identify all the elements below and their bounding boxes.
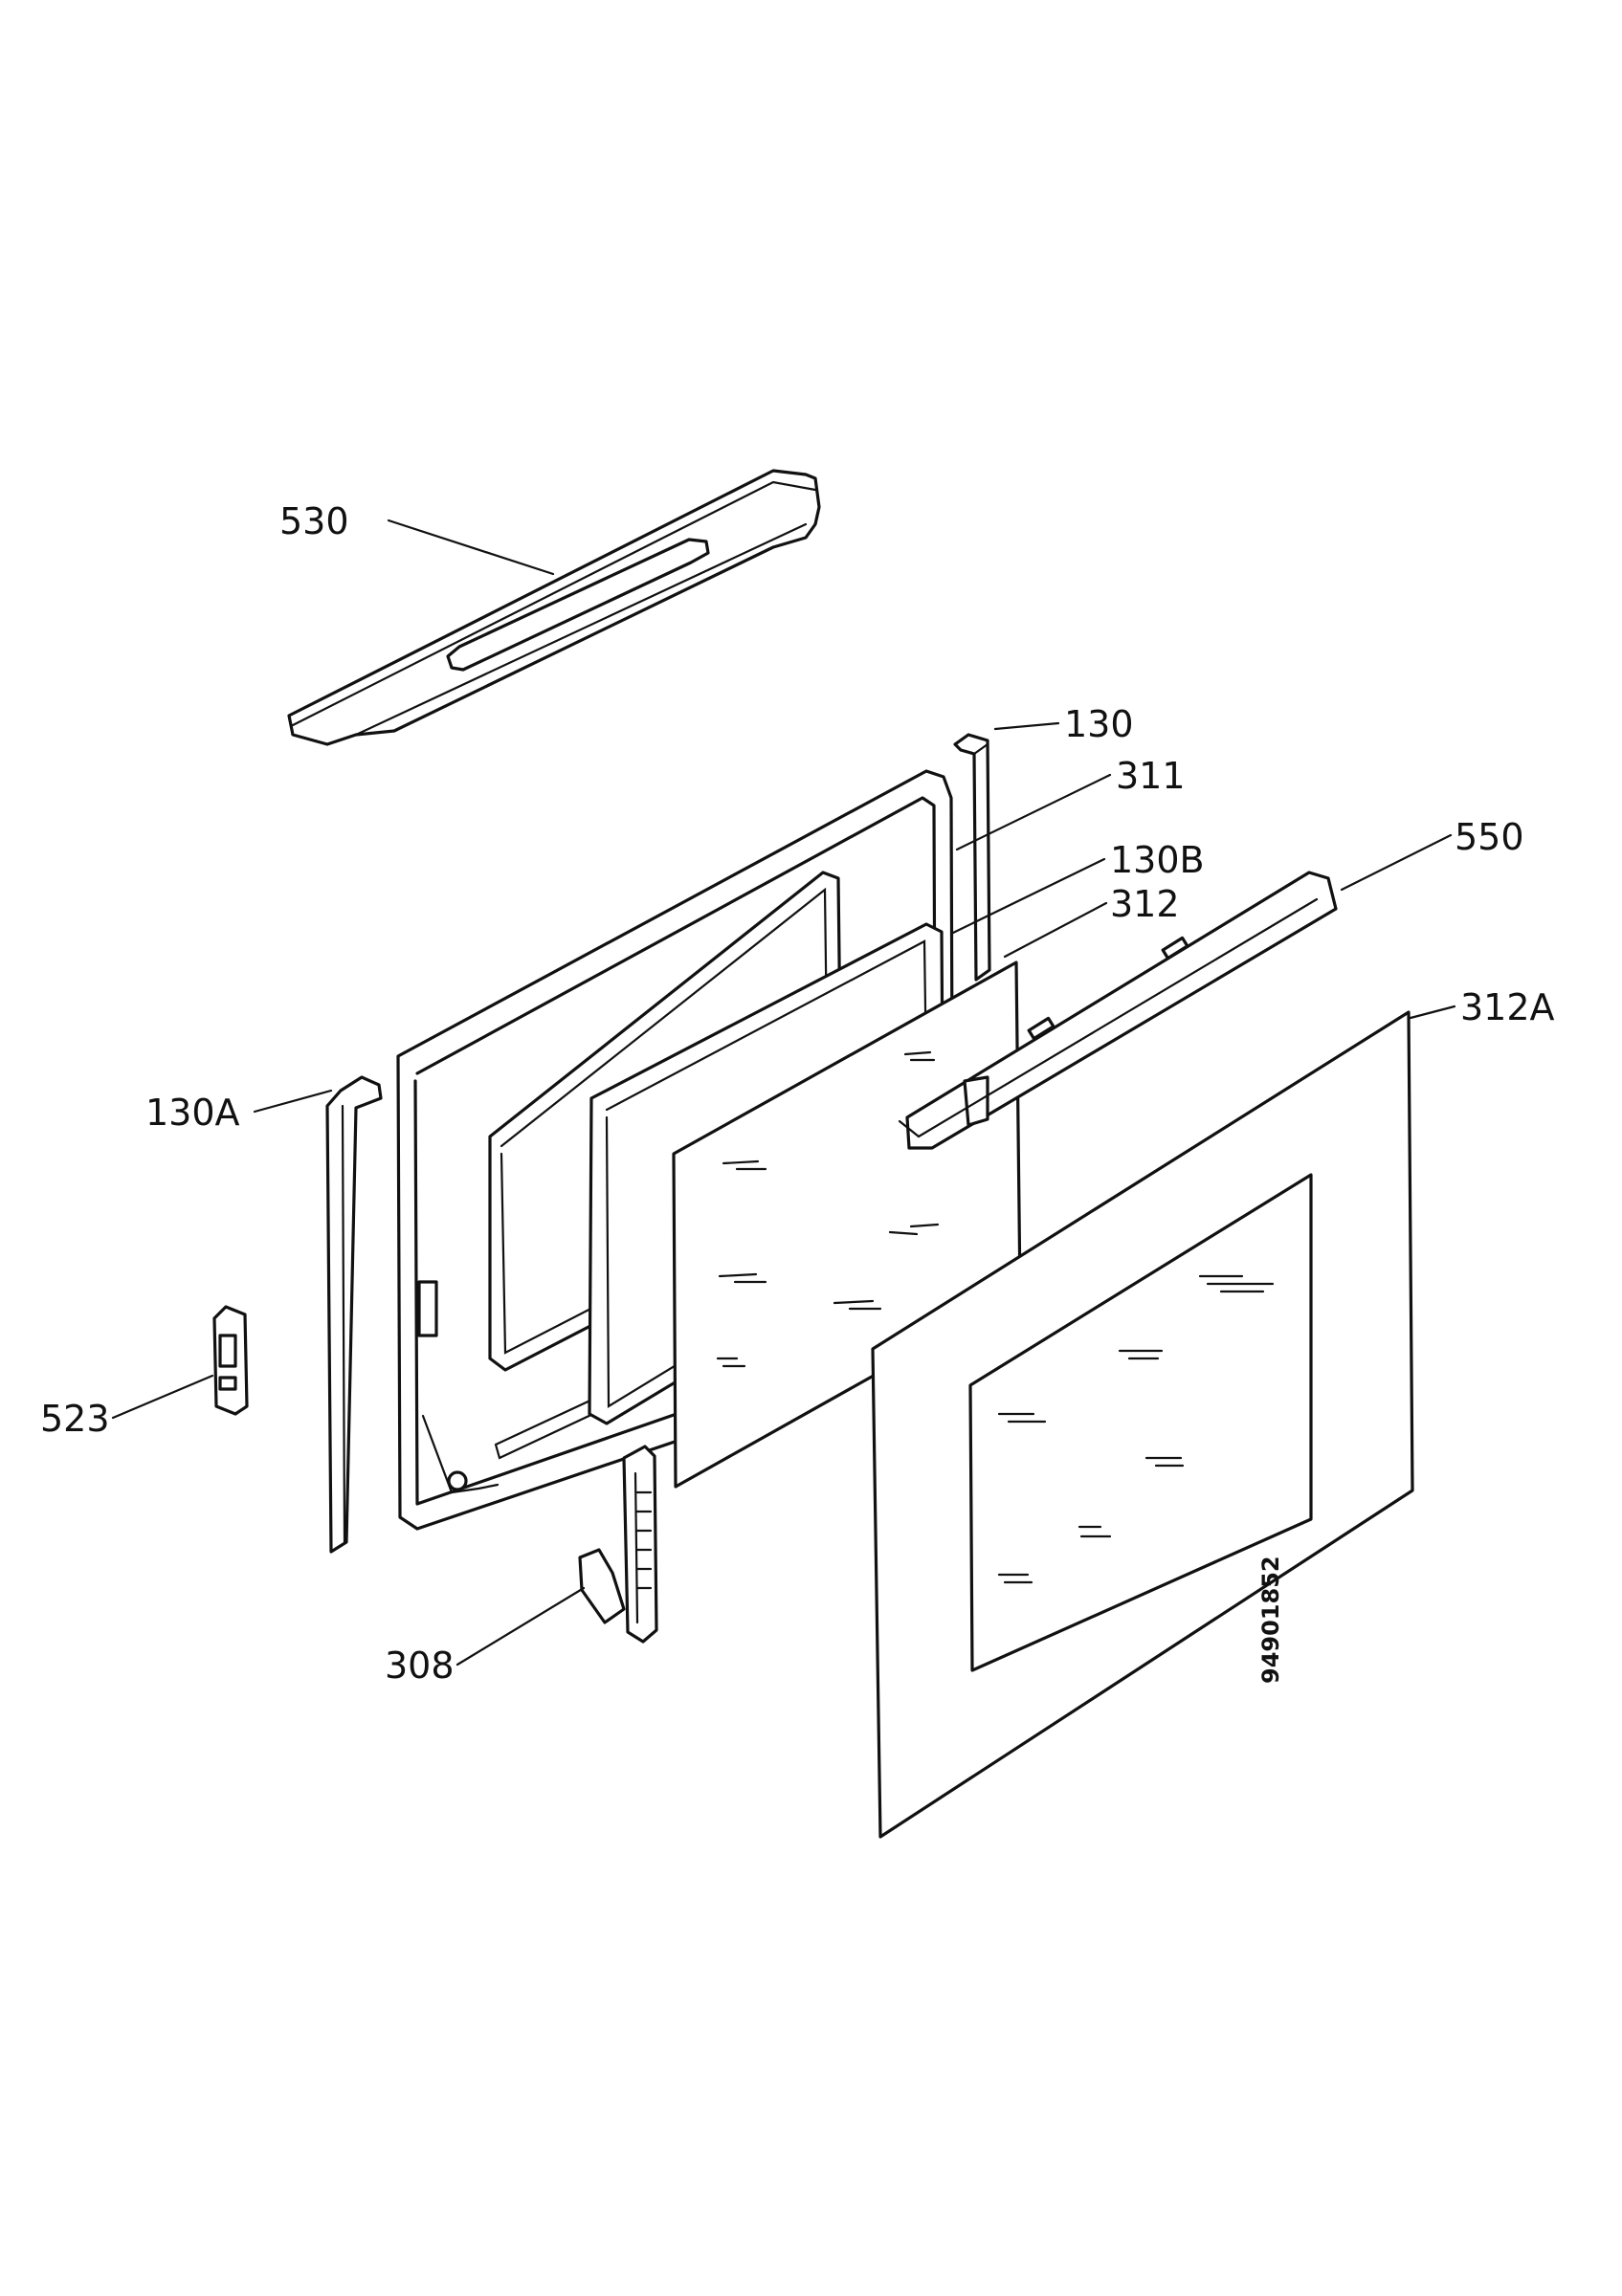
leader-lines — [111, 519, 1456, 1667]
part-labels: 530 130 311 550 130B 312 312A 130A 523 3… — [40, 500, 1555, 1687]
label-523: 523 — [40, 1398, 110, 1440]
label-130a: 130A — [145, 1092, 240, 1134]
outer-glass-reflection-marks — [997, 1274, 1275, 1584]
part-130-strip — [953, 733, 991, 982]
drawing-code: 94901852 — [1257, 1556, 1284, 1684]
part-523-hinge — [212, 1305, 249, 1416]
glass-reflection-marks — [716, 1050, 940, 1368]
label-311: 311 — [1116, 755, 1186, 797]
label-312a: 312A — [1460, 986, 1555, 1028]
label-530: 530 — [279, 500, 349, 542]
part-530-top-trim — [287, 469, 821, 746]
label-308: 308 — [385, 1645, 455, 1687]
label-130: 130 — [1064, 703, 1134, 745]
label-312: 312 — [1110, 883, 1180, 925]
label-550: 550 — [1455, 816, 1524, 858]
part-312a-outer-glass — [871, 1010, 1414, 1839]
hinge-ribs — [635, 1490, 653, 1590]
label-130b: 130B — [1110, 839, 1205, 881]
part-308-hinge-block — [578, 1445, 658, 1644]
part-550-handle-profile — [898, 871, 1338, 1150]
part-130a-strip — [325, 1075, 383, 1554]
